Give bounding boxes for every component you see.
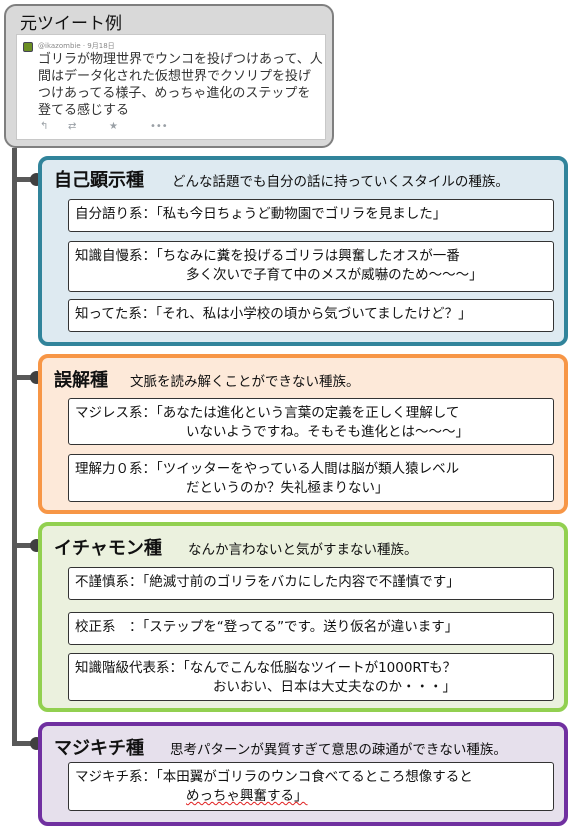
group-title: 誤解種: [54, 370, 108, 391]
group-description: 文脈を読み解くことができない種族。: [130, 374, 360, 390]
group-description: 思考パターンが異質すぎて意思の疎通ができない種族。: [170, 742, 507, 758]
group-title: イチャモン種: [54, 538, 162, 559]
group-title: マジキチ種: [54, 738, 144, 759]
branch-line-nitpick: [12, 543, 38, 548]
group-description: なんか言わないと気がすまない種族。: [188, 542, 418, 558]
reply-type-item: 知識自慢系：「ちなみに糞を投げるゴリラは興奮したオスが一番 多く次いで子育て中の…: [68, 241, 554, 292]
branch-line-crazy: [12, 741, 38, 746]
reply-type-item: 知識階級代表系：「なんでこんな低脳なツイートが1000RTも？ おいおい、日本は…: [68, 653, 554, 701]
reply-type-item: 自分語り系：「私も今日ちょうど動物園でゴリラを見ました」: [68, 199, 554, 232]
favorite-icon: ★: [109, 121, 118, 132]
retweet-icon: ⇄: [68, 121, 77, 132]
group-description: どんな話題でも自分の話に持っていくスタイルの種族。: [172, 174, 509, 190]
avatar: [23, 42, 33, 52]
branch-line-misunderstanding: [12, 375, 38, 380]
more-icon: •••: [150, 121, 168, 132]
reply-type-item: マジレス系：「あなたは進化という言葉の定義を正しく理解して いないようですね。そ…: [68, 398, 554, 445]
group-title: 自己顕示種: [54, 170, 144, 191]
tree-trunk-line: [12, 148, 17, 743]
reply-type-item: 校正系 ：「ステップを“登ってる”です。送り仮名が違います」: [68, 612, 554, 645]
reply-type-item: 知ってた系：「それ、私は小学校の頃から気づいてましたけど？」: [68, 299, 554, 332]
reply-type-item: 不謹慎系：「絶滅寸前のゴリラをバカにした内容で不謹慎です」: [68, 567, 554, 600]
tweet-text: ゴリラが物理世界でウンコを投げつけあって、人間はデータ化された仮想世界でクソリプ…: [38, 52, 323, 118]
reply-icon: ↰: [40, 121, 49, 132]
reply-type-item: マジキチ系：「本田翼がゴリラのウンコ食べてるところ想像すると めっちゃ興奮する」: [68, 762, 554, 811]
branch-line-self-display: [12, 177, 38, 182]
tweet-screenshot: [16, 34, 326, 140]
reply-type-item: 理解力０系：「ツイッターをやっている人間は脳が類人猿レベル だというのか？失礼極…: [68, 454, 554, 502]
tweet-meta: @ikazombie · 9月18日: [38, 42, 115, 50]
original-tweet-title: 元ツイート例: [20, 14, 122, 34]
